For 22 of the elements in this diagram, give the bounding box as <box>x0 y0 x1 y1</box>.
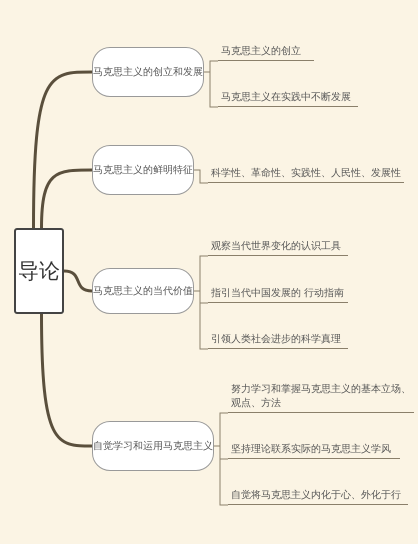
subtopic-label: 坚持理论联系实际的马克思主义学风 <box>228 443 400 459</box>
subtopic-label: 马克思主义的创立 <box>218 45 314 61</box>
connector-line <box>32 70 92 228</box>
topic-box: 马克思主义的创立和发展 <box>92 47 204 97</box>
topic-box: 马克思主义的当代价值 <box>92 268 194 314</box>
subtopic-label: 努力学习和掌握马克思主义的基本立场、观点、方法 <box>228 383 414 413</box>
subtopic-label: 引领人类社会进步的科学真理 <box>208 333 348 349</box>
central-topic-box: 导论 <box>14 228 64 314</box>
connector-line <box>214 446 228 506</box>
topic-box: 马克思主义的鲜明特征 <box>92 145 194 195</box>
subtopic-label: 观察当代世界变化的认识工具 <box>208 240 348 256</box>
connector-line <box>204 72 218 108</box>
connector-line <box>40 168 92 228</box>
topic-box: 自觉学习和运用马克思主义 <box>92 421 214 471</box>
connector-line <box>40 314 92 448</box>
subtopic-label: 自觉将马克思主义内化于心、外化于行 <box>228 489 408 505</box>
connector-line <box>194 170 208 184</box>
connector-line <box>194 290 208 350</box>
subtopic-label: 科学性、革命性、实践性、人民性、发展性 <box>208 167 404 183</box>
subtopic-label: 马克思主义在实践中不断发展 <box>218 91 358 107</box>
subtopic-label: 指引当代中国发展的 行动指南 <box>208 287 348 303</box>
connector-line <box>64 270 92 292</box>
